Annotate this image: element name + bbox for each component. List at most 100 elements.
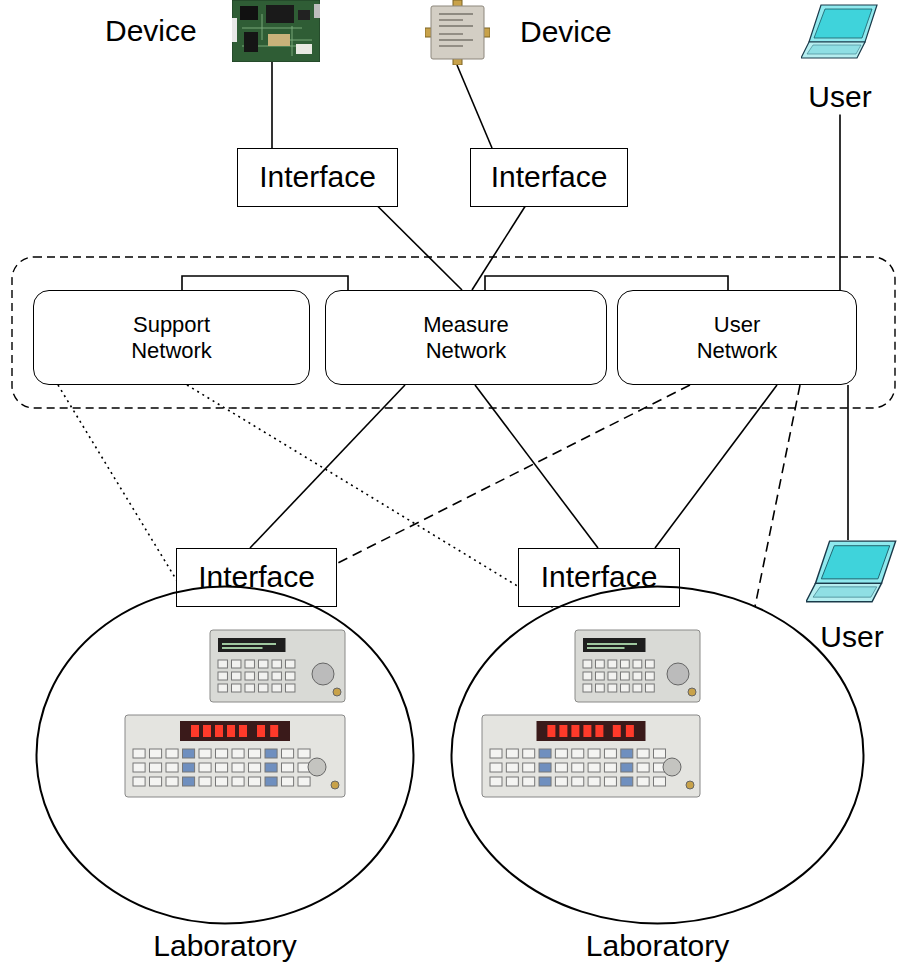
device-node: Device [425, 0, 612, 65]
board-trace [242, 28, 302, 29]
led-digit [583, 725, 591, 737]
instrument-button [245, 660, 254, 668]
printed-marking [439, 39, 473, 40]
laboratory-outline [37, 587, 414, 924]
instrument-button [150, 749, 162, 758]
instrument-button [608, 672, 617, 680]
instrument-button [490, 763, 502, 772]
board-connector [232, 18, 237, 42]
instrument-button [604, 763, 616, 772]
instrument-button [265, 749, 277, 758]
instrument-button [216, 777, 228, 786]
instrument-button [637, 749, 649, 758]
instrument-button [506, 749, 518, 758]
network-box: Measure Network [325, 290, 607, 385]
instrument-button [646, 684, 655, 692]
measurement-instrument [125, 715, 345, 797]
connector [839, 115, 841, 291]
instrument-button [654, 749, 666, 758]
signal-generator [575, 630, 700, 702]
instrument-button [232, 660, 241, 668]
instrument-button [282, 763, 294, 772]
chip [240, 6, 258, 20]
interface-box: Interface [518, 548, 680, 607]
connector [655, 385, 777, 548]
instrument-button [539, 763, 551, 772]
interface-box: Interface [176, 548, 337, 607]
led-digit [559, 725, 567, 737]
led-digit [571, 725, 579, 737]
connector-group [58, 62, 848, 609]
instrument-button [633, 660, 642, 668]
instrument-button [199, 777, 211, 786]
laptop-keyboard [807, 45, 861, 54]
printed-marking [439, 33, 463, 34]
instrument-display [583, 638, 646, 652]
network-group-outline [12, 257, 895, 408]
instrument-button [245, 684, 254, 692]
instrument-button [232, 777, 244, 786]
instrument-button [265, 777, 277, 786]
instrument-button [523, 763, 535, 772]
instrument-button [249, 749, 261, 758]
interface-label: Interface [541, 560, 658, 595]
instrument-port [331, 781, 339, 789]
network-label: Support Network [112, 312, 232, 363]
printed-marking [439, 45, 463, 46]
instrument-button [506, 777, 518, 786]
instrument-button [646, 672, 655, 680]
instrument-button [282, 749, 294, 758]
instrument-button [199, 763, 211, 772]
instrument-button [259, 684, 268, 692]
network-box: Support Network [33, 290, 310, 385]
instrument-button [232, 672, 241, 680]
printed-marking [439, 13, 473, 14]
interface-box: Interface [237, 148, 398, 207]
interface-box: Interface [470, 148, 628, 207]
instrument-button [298, 777, 310, 786]
instrument-button [588, 777, 600, 786]
connector [378, 207, 462, 291]
instrument-button [216, 763, 228, 772]
interface-label: Interface [259, 160, 376, 195]
instrument-port [686, 781, 694, 789]
instrument-button [583, 684, 592, 692]
instrument-button [555, 763, 567, 772]
circuit-board [232, 0, 320, 62]
led-digit [613, 725, 621, 737]
instrument-button [588, 763, 600, 772]
measurement-instrument [482, 715, 700, 797]
instrument-button [604, 749, 616, 758]
laboratory-illustration [35, 585, 415, 925]
laptop-base [806, 583, 881, 601]
instrument-button [166, 749, 178, 758]
interface-label: Interface [491, 160, 608, 195]
connector [472, 207, 525, 291]
connector [271, 62, 273, 148]
laptop-lid [809, 5, 877, 42]
instrument-button [583, 660, 592, 668]
led-digit [239, 725, 247, 737]
instrument-button [539, 777, 551, 786]
instrument-button [588, 749, 600, 758]
board-trace [261, 14, 262, 40]
laboratory-label: Laboratory [153, 929, 296, 964]
instrument-button [259, 660, 268, 668]
rf-splitter-photo [425, 0, 490, 65]
instrument-button [218, 660, 227, 668]
instrument-button [621, 660, 630, 668]
instrument-button [286, 672, 295, 680]
instrument-display [180, 721, 290, 741]
instrument-button [608, 660, 617, 668]
instrument-button [216, 749, 228, 758]
instrument-button [133, 777, 145, 786]
dotted-connector [58, 385, 183, 591]
connector [475, 385, 598, 548]
instrument-button [298, 749, 310, 758]
device-label: Device [105, 14, 197, 49]
instrument-display [218, 638, 286, 652]
instrument-button [183, 777, 195, 786]
instrument-button [490, 777, 502, 786]
instrument-button [596, 672, 605, 680]
